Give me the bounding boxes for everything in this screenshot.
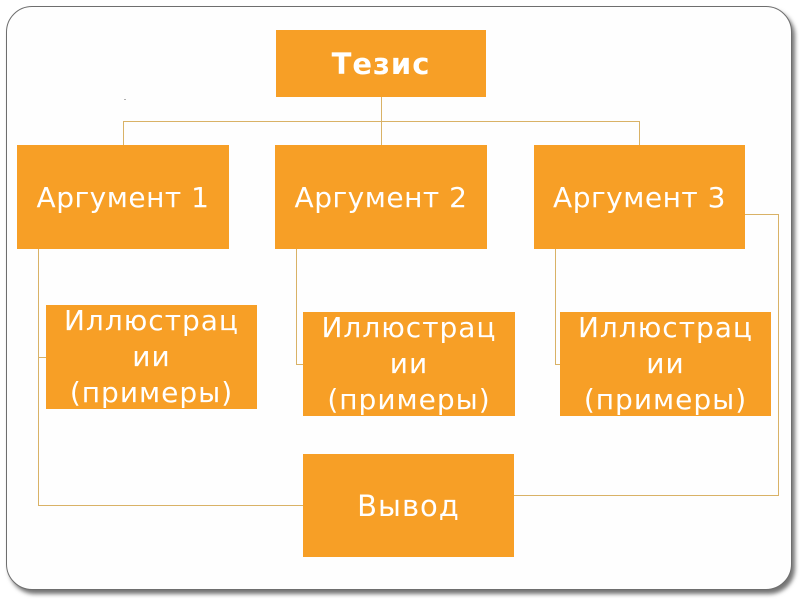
illustration-line-1: Иллюстрац [63,304,239,337]
illustration-line-3: (примеры) [583,383,748,416]
thesis-label: Тезис [331,46,431,81]
stray-mark [124,99,126,100]
argument-label-1: Аргумент 1 [36,180,210,214]
argument-box-3: Аргумент 3 [534,145,745,249]
arg3-to-conclusion-line [514,214,779,496]
illustration-line-1: Иллюстрац [577,311,753,344]
illustration-line-2: ии [132,340,171,373]
illustration-text-3: Иллюстрац ии (примеры) [578,310,753,418]
illustration-line-2: ии [646,347,685,380]
illustration-box-3: Иллюстрац ии (примеры) [560,310,771,418]
illustration-text-1: Иллюстрац ии (примеры) [64,303,239,411]
illustration-box-1: Иллюстрац ии (примеры) [46,303,257,411]
illustration-line-2: ии [389,347,429,380]
arg1-to-illustration-line [38,249,46,358]
arg3-to-illustration-line [555,249,560,365]
thesis-box: Тезис [276,30,486,97]
illustration-text-2: Иллюстрац ии (примеры) [321,310,496,418]
argument-box-1: Аргумент 1 [17,145,229,249]
illustration-box-2: Иллюстрац ии (примеры) [303,310,515,418]
illustration-line-3: (примеры) [69,376,234,409]
argument-box-2: Аргумент 2 [275,145,487,249]
argument-label-2: Аргумент 2 [294,180,468,214]
argument-label-3: Аргумент 3 [553,180,726,214]
conclusion-label: Вывод [357,488,460,523]
illustration-line-3: (примеры) [327,383,491,416]
arg1-to-conclusion-line [38,357,303,506]
conclusion-box: Вывод [303,454,514,557]
illustration-line-1: Иллюстрац [321,311,497,344]
arg2-to-illustration-line [296,249,303,365]
